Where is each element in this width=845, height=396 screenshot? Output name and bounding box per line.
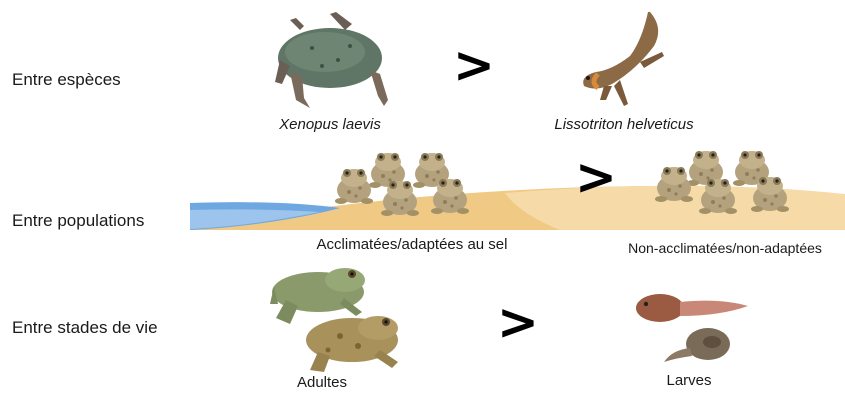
comparator-populations: >	[575, 152, 617, 202]
adult-frogs-icon	[270, 268, 398, 372]
caption-non-acclimated: Non-acclimatées/non-adaptées	[628, 240, 822, 256]
caption-xenopus: Xenopus laevis	[279, 116, 381, 133]
comparator-species: >	[453, 40, 495, 90]
caption-adults: Adultes	[297, 374, 347, 391]
caption-lissotriton: Lissotriton helveticus	[554, 116, 693, 133]
xenopus-frog-icon	[275, 12, 388, 108]
tadpoles-icon	[636, 294, 748, 362]
newt-icon	[583, 12, 664, 106]
comparator-life-stages: >	[497, 297, 539, 347]
caption-larvae: Larves	[666, 372, 711, 389]
caption-acclimated: Acclimatées/adaptées au sel	[317, 236, 508, 253]
